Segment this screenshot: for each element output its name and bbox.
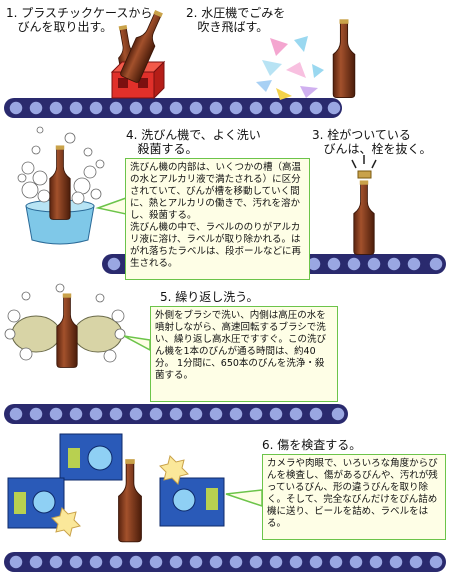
step-6-note: カメラや肉眼で、いろいろな角度からびんを検査し、傷があるびんや、汚れが残っている…	[262, 454, 446, 540]
conveyor-belt-4	[4, 552, 446, 572]
brush-washer-illustration	[4, 283, 126, 368]
step-2-title: 2. 水圧機でごみを 吹き飛ばす。	[186, 6, 286, 34]
conveyor-belt-3	[4, 404, 348, 424]
conveyor-belt-1	[4, 98, 342, 118]
step-5-note: 外側をブラシで洗い、内側は高圧の水を噴射しながら、高速回転するブラシで洗い、繰り…	[150, 306, 338, 402]
washing-tub-illustration	[17, 126, 105, 245]
step-4-note: 洗びん機の内部は、いくつかの槽（高温の水とアルカリ液で満たされる）に区分されてい…	[125, 158, 310, 280]
cap-removal-illustration	[351, 155, 377, 255]
plastic-crate-illustration	[110, 7, 169, 100]
inspection-camera-illustration	[7, 433, 225, 543]
step-4-title: 4. 洗びん機で、よく洗い 殺菌する。	[126, 128, 261, 156]
step-3-title: 3. 栓がついている びんは、栓を抜く。	[312, 128, 432, 156]
step-5-title: 5. 繰り返し洗う。	[160, 290, 259, 304]
step-6-title: 6. 傷を検査する。	[262, 438, 362, 452]
step-1-title: 1. プラスチックケースから びんを取り出す。	[6, 6, 153, 34]
debris-blowing-illustration	[256, 18, 356, 100]
